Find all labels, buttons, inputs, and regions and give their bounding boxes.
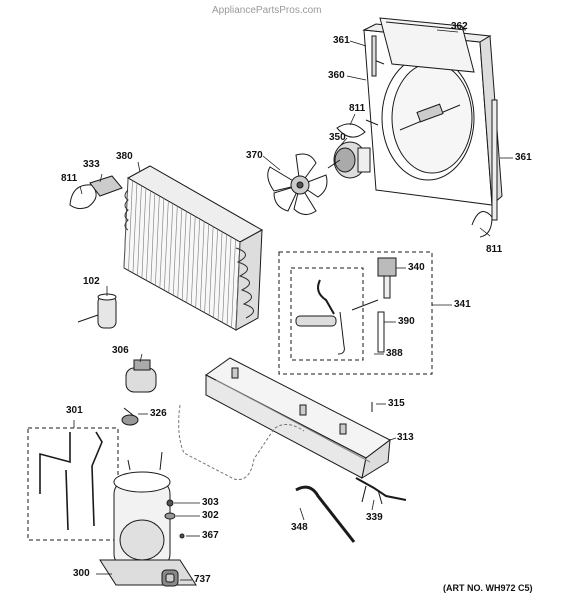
coil-fin <box>195 218 200 308</box>
callout-811-top: 811 <box>349 103 366 114</box>
coil-fin <box>168 203 174 293</box>
cable-tie-right <box>471 211 493 238</box>
fan-blade <box>267 153 328 215</box>
coil-fin <box>137 185 142 276</box>
coil-fin <box>204 224 209 313</box>
callout-315: 315 <box>388 398 405 409</box>
coil-fin <box>132 183 138 273</box>
callout-390: 390 <box>398 316 415 327</box>
screw <box>179 533 185 539</box>
coil-fin <box>226 236 232 326</box>
coil-fin <box>190 216 196 306</box>
callout-306: 306 <box>112 345 129 356</box>
drain-hose <box>295 485 356 543</box>
callout-362: 362 <box>451 21 468 32</box>
wiring-harness <box>355 477 407 505</box>
coil-fin <box>235 241 241 331</box>
cable-tie-left <box>69 184 97 210</box>
reversing-valve <box>295 257 397 355</box>
callout-811-left: 811 <box>61 173 78 184</box>
condenser-coil <box>123 165 264 331</box>
tubing-kit <box>39 431 103 531</box>
callout-301: 301 <box>66 405 83 416</box>
capacitor <box>77 293 117 329</box>
coil-fin <box>141 188 147 278</box>
cable-tie-top <box>336 123 366 138</box>
coil-fin <box>177 208 183 298</box>
coil-fin <box>231 239 236 328</box>
callout-333: 333 <box>83 159 100 170</box>
compressor <box>99 451 197 586</box>
grommet <box>161 569 179 587</box>
callout-340: 340 <box>408 262 425 273</box>
coil-fin <box>186 213 192 303</box>
terminal-cover <box>121 407 139 426</box>
callout-360: 360 <box>328 70 345 81</box>
coil-fin <box>155 195 160 286</box>
callout-102: 102 <box>83 276 100 287</box>
art-number: (ART NO. WH972 C5) <box>443 583 533 593</box>
callout-361-top: 361 <box>333 35 350 46</box>
washer <box>164 512 176 520</box>
valve-subassembly-box <box>290 267 364 361</box>
tubing-kit-box <box>27 427 119 541</box>
watermark-text: AppliancePartsPros.com <box>212 5 322 16</box>
coil-fin <box>146 190 151 281</box>
coil-fin <box>199 221 205 311</box>
callout-350: 350 <box>329 132 346 143</box>
coil-fin <box>164 201 169 291</box>
callout-348: 348 <box>291 522 308 533</box>
callout-370: 370 <box>246 150 263 161</box>
callout-300: 300 <box>73 568 90 579</box>
coil-fin <box>208 226 214 316</box>
coil-fin <box>222 234 227 323</box>
coil-fin <box>159 198 165 288</box>
coil-fin <box>181 211 187 301</box>
valve-assembly-box <box>278 251 433 375</box>
callout-326: 326 <box>150 408 167 419</box>
coil-fin <box>150 193 156 283</box>
coil-fin <box>213 229 218 318</box>
callout-811-right: 811 <box>486 244 503 255</box>
callout-737: 737 <box>194 574 211 585</box>
side-seal-strip <box>371 35 498 221</box>
leader-lines <box>73 29 513 581</box>
callout-367: 367 <box>202 530 219 541</box>
overload-protector <box>125 359 157 393</box>
drain-pan <box>205 357 391 480</box>
callout-388: 388 <box>386 348 403 359</box>
coil-fin <box>172 206 178 296</box>
callout-339: 339 <box>366 512 383 523</box>
callout-303: 303 <box>202 497 219 508</box>
callout-361-right: 361 <box>515 152 532 163</box>
insulation-pad <box>89 175 123 197</box>
callout-341: 341 <box>454 299 471 310</box>
fan-motor <box>327 141 371 179</box>
callout-302: 302 <box>202 510 219 521</box>
coil-fin <box>217 231 223 321</box>
callout-313: 313 <box>397 432 414 443</box>
coil-fin <box>128 180 133 271</box>
nut <box>166 499 174 507</box>
callout-380: 380 <box>116 151 133 162</box>
